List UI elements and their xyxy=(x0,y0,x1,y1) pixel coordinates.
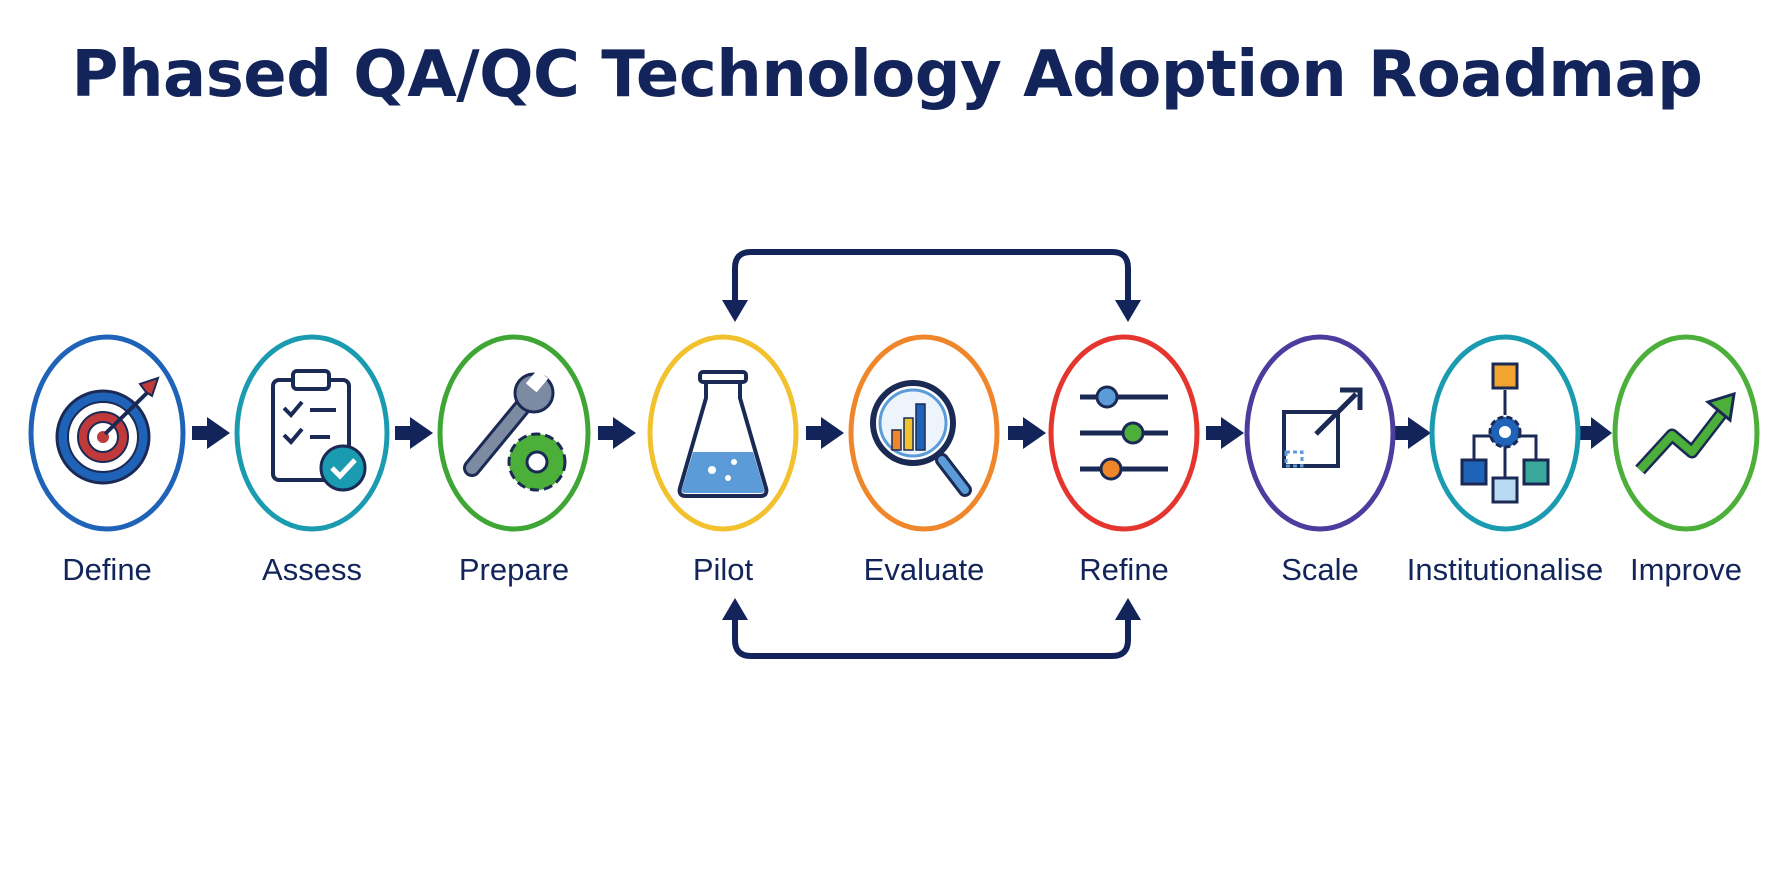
phase-institutionalise-label: Institutionalise xyxy=(1407,552,1603,587)
phase-evaluate: Evaluate xyxy=(848,334,1000,587)
connector-arrow xyxy=(1206,417,1244,449)
trend-up-icon xyxy=(1635,391,1736,475)
loop-bottom-connector xyxy=(732,618,1131,659)
connector-arrow xyxy=(806,417,844,449)
phase-improve-circle xyxy=(1612,334,1760,532)
phase-define-label: Define xyxy=(62,552,152,587)
connector-arrow xyxy=(395,417,433,449)
connector-arrow xyxy=(1008,417,1046,449)
phase-evaluate-label: Evaluate xyxy=(864,552,985,587)
flask-icon xyxy=(677,370,769,498)
connector-arrow xyxy=(192,417,230,449)
phase-scale-label: Scale xyxy=(1281,552,1359,587)
loop-top-arrowhead-pilot xyxy=(722,300,748,322)
phase-refine: Refine xyxy=(1048,334,1200,587)
phase-pilot-label: Pilot xyxy=(693,552,754,587)
phase-assess: Assess xyxy=(234,334,390,587)
loop-bottom-arrowhead-pilot xyxy=(722,598,748,620)
loop-bottom-arrowhead-refine xyxy=(1115,598,1141,620)
connector-arrow xyxy=(1578,417,1612,449)
phase-prepare-circle xyxy=(437,334,591,532)
page-title: Phased QA/QC Technology Adoption Roadmap xyxy=(71,38,1703,112)
phase-improve-label: Improve xyxy=(1630,552,1742,587)
clipboard-check-icon xyxy=(271,369,367,492)
wrench-gear-icon xyxy=(463,369,567,492)
phase-define: Define xyxy=(28,334,186,587)
sliders-icon xyxy=(1080,385,1168,481)
connector-arrow xyxy=(598,417,636,449)
phase-refine-label: Refine xyxy=(1079,552,1169,587)
scale-up-icon xyxy=(1282,387,1363,468)
magnifier-chart-icon xyxy=(870,380,972,497)
phase-institutionalise: Institutionalise xyxy=(1407,334,1603,587)
network-hierarchy-icon xyxy=(1460,362,1550,504)
target-icon xyxy=(55,376,160,485)
phase-improve: Improve xyxy=(1612,334,1760,587)
loop-top-arrowhead-refine xyxy=(1115,300,1141,322)
phase-assess-label: Assess xyxy=(262,552,362,587)
phase-scale: Scale xyxy=(1244,334,1396,587)
loop-top-connector xyxy=(732,249,1131,302)
phase-pilot: Pilot xyxy=(647,334,799,587)
connector-arrow xyxy=(1393,417,1431,449)
phase-prepare: Prepare xyxy=(437,334,591,587)
phase-prepare-label: Prepare xyxy=(459,552,569,587)
